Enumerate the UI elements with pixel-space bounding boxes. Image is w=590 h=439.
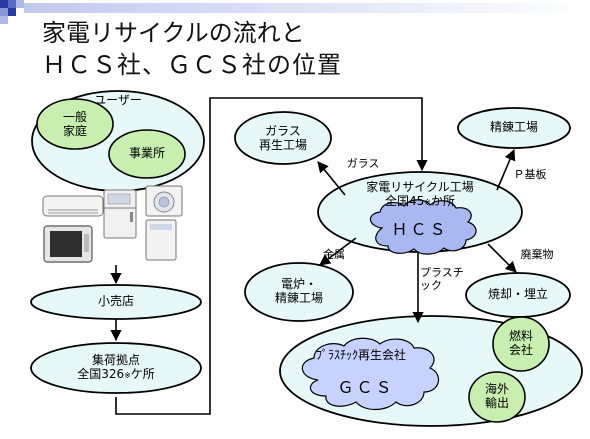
incineration-label: 焼却・埋立 [487, 287, 548, 301]
household-ellipse [36, 98, 114, 150]
fuel-company-ellipse [492, 316, 550, 372]
export-ellipse [468, 371, 526, 423]
fuel-company-label: 燃料会社 [508, 329, 533, 358]
arrow-pcb [496, 148, 516, 191]
furnace-ellipse [244, 262, 354, 322]
recycle-plant-label: 家電リサイクル工場全国45※か所 [366, 180, 474, 209]
gcs-cloud [301, 337, 440, 411]
glass-recycle-ellipse [234, 111, 332, 165]
edge-label-plastic: プラスチック [420, 266, 464, 293]
header-squares-icon [0, 0, 24, 24]
gcs-label: ＧＣＳ [337, 378, 395, 397]
refinery-top-ellipse [457, 107, 571, 149]
business-ellipse [108, 129, 186, 179]
header-bar [24, 3, 590, 13]
page-title-line1: 家電リサイクルの流れと [42, 19, 305, 47]
plastic-company-label: ﾌﾟﾗｽﾁｯｸ再生会社 [315, 348, 406, 362]
arrow-waste [487, 243, 517, 273]
refinery-top-label: 精錬工場 [489, 120, 538, 134]
edge-label-glass: ガラス [346, 157, 380, 170]
business-label: 事業所 [128, 146, 165, 160]
appliances-icon [42, 185, 183, 263]
edge-label-pcb: Ｐ基板 [513, 168, 547, 181]
main-flow-line [115, 97, 428, 415]
household-label: 一般家庭 [62, 110, 87, 139]
furnace-label: 電炉・精錬工場 [274, 277, 323, 306]
collection-label: 集荷拠点全国326※ケ所 [77, 353, 155, 382]
edge-label-metal: 金属 [323, 248, 345, 261]
hcs-cloud [369, 199, 477, 255]
glass-recycle-label: ガラス再生工場 [258, 124, 307, 153]
export-label: 海外輸出 [484, 382, 509, 411]
users-label: ユーザー [94, 93, 142, 107]
page-title-line2: ＨＣＳ社、ＧＣＳ社の位置 [42, 51, 342, 79]
arrow-metal [319, 237, 357, 266]
hcs-label: ＨＣＳ [391, 220, 449, 239]
retailer-label: 小売店 [97, 294, 134, 308]
edge-label-waste: 廃棄物 [520, 248, 554, 261]
arrow-glass [317, 161, 346, 196]
collection-ellipse [30, 342, 202, 394]
